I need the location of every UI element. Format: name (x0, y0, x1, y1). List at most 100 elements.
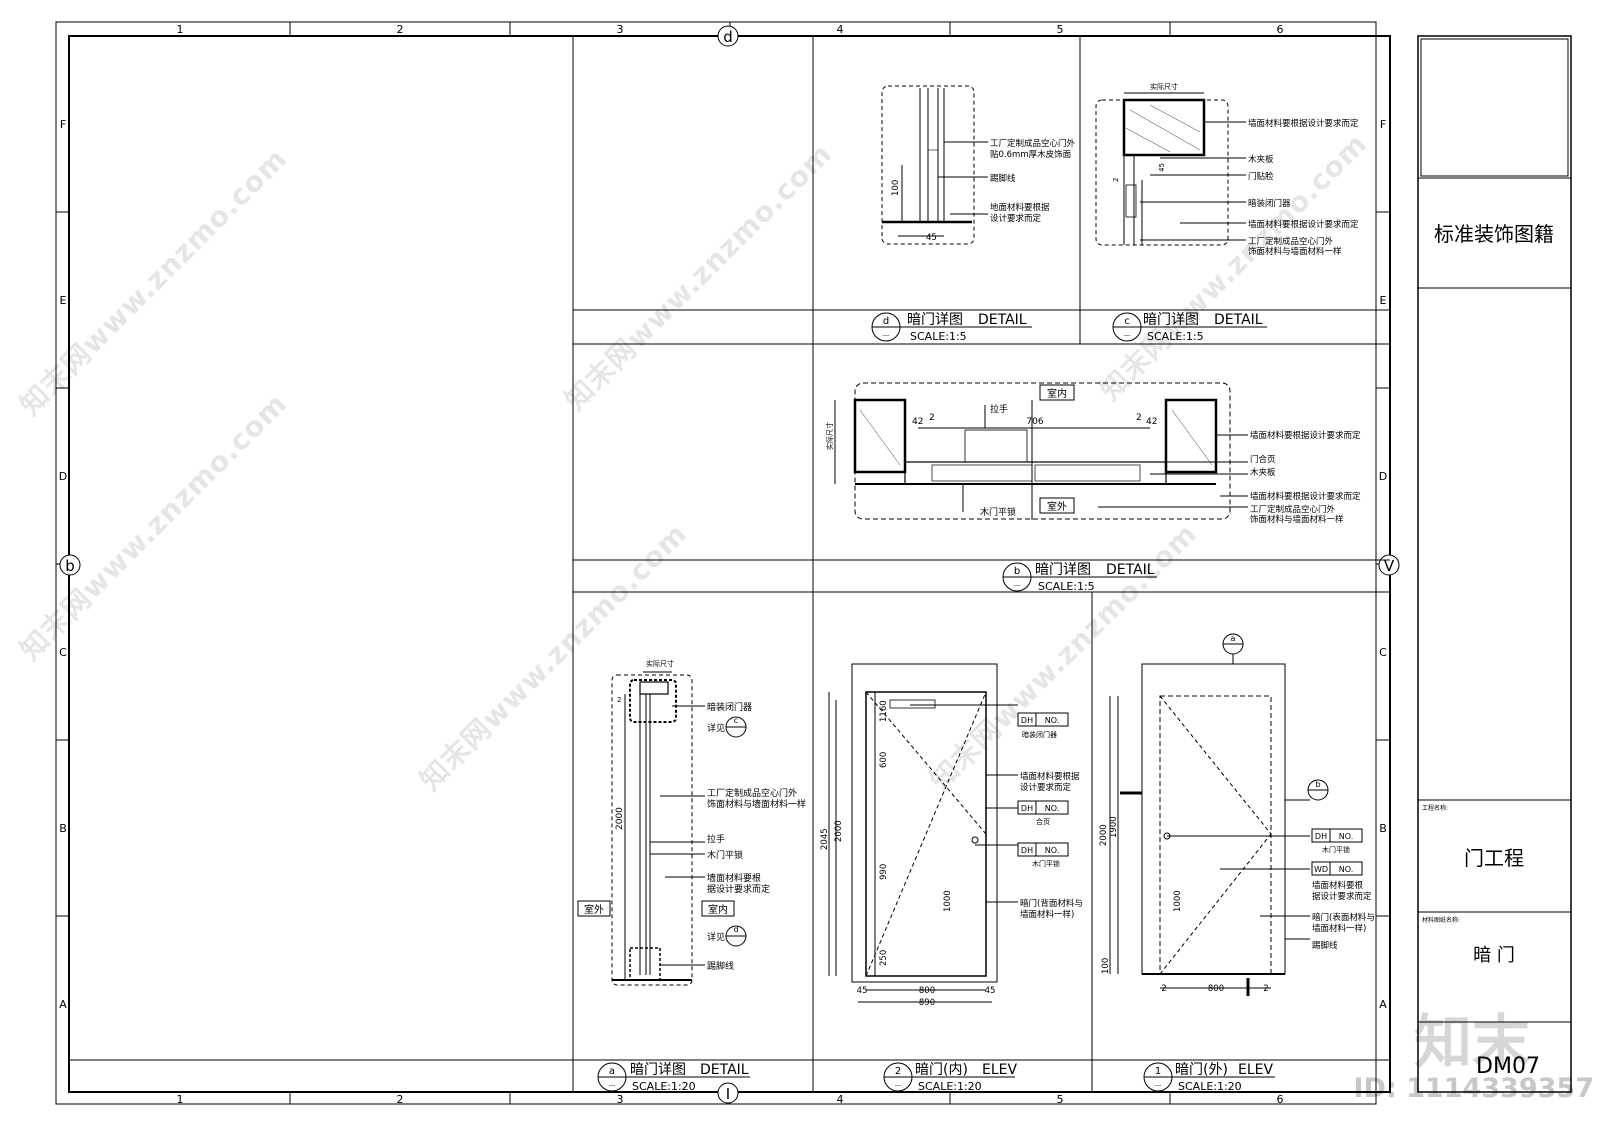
detail-c-label: 饰面材料与墙面材料一样 (1248, 246, 1342, 257)
row-label: B (1379, 822, 1387, 835)
detail-a-tag: a (609, 1066, 615, 1077)
detail-d-title-en: DETAIL (978, 312, 1027, 328)
elev-2-dh: DH (1021, 804, 1033, 813)
row-label: F (60, 118, 66, 131)
detail-b-room-in: 室内 (1047, 387, 1067, 400)
elev-1-no: NO. (1339, 832, 1354, 841)
col-label: 6 (1277, 1093, 1284, 1106)
col-label: 5 (1057, 1093, 1064, 1106)
elev-1-dim: 1000 (1173, 890, 1183, 912)
detail-c-label: 墙面材料要根据设计要求而定 (1248, 219, 1359, 230)
elev-2-dim: 1000 (943, 890, 953, 912)
elev-2-label: 合页 (1036, 817, 1050, 826)
detail-b-label: 工厂定制成品空心门外 (1250, 504, 1336, 515)
detail-b-label: 门合页 (1250, 454, 1276, 465)
elev-1-dim: 2 (1263, 984, 1268, 994)
detail-a-label: 踢脚线 (707, 960, 734, 972)
detail-c-dim: 2 (1112, 178, 1120, 182)
elev-1-ref: a (1231, 634, 1236, 643)
company-name: 标准装饰图籍 (1434, 222, 1554, 246)
title-block (1417, 35, 1572, 1093)
elev-1-title-en: ELEV (1238, 1062, 1273, 1078)
detail-a-label: 详见 (707, 722, 725, 734)
elev-1-ref: b (1315, 780, 1320, 789)
elev-1-label: 暗门(表面材料与 (1312, 912, 1375, 923)
elev-2-label: 暗装闭门器 (1022, 730, 1057, 739)
project-label: 工程名称: (1422, 804, 1448, 812)
elev-2-subtag: --- (895, 1082, 902, 1089)
detail-c-scale: SCALE:1:5 (1147, 330, 1204, 343)
elev-2-scale: SCALE:1:20 (918, 1080, 982, 1093)
detail-b-dim: 706 (1026, 417, 1043, 427)
col-label: 2 (397, 1093, 404, 1106)
drawing-label: 材料图纸名称: (1422, 916, 1460, 924)
project-name: 门工程 (1464, 846, 1524, 870)
detail-c-title-en: DETAIL (1214, 312, 1263, 328)
elev-2-dim: 890 (919, 998, 935, 1008)
detail-c-label: 墙面材料要根据设计要求而定 (1248, 118, 1359, 129)
detail-a-scale: SCALE:1:20 (632, 1080, 696, 1093)
detail-a-dim: 实际尺寸 (646, 659, 674, 668)
detail-b-label: 拉手 (990, 403, 1008, 415)
col-label: 3 (617, 1093, 624, 1106)
detail-b-room-out: 室外 (1047, 500, 1067, 513)
detail-a-label: 饰面材料与墙面材料一样 (707, 798, 806, 810)
elev-2-dim: 45 (857, 986, 868, 996)
elev-1-label: 木门平锁 (1322, 845, 1350, 854)
elev-2-label: 设计要求而定 (1020, 782, 1072, 793)
elev-2-dim: 2000 (834, 820, 844, 842)
elev-1-drawing (1109, 633, 1363, 996)
detail-c-title: 暗门详图 (1143, 312, 1199, 328)
elev-2-dim: 990 (879, 864, 889, 880)
detail-c-subtag: --- (1124, 332, 1131, 339)
elev-2-dim: 800 (919, 986, 935, 996)
elev-1-title: 暗门(外) (1175, 1062, 1228, 1078)
detail-a-subtag: --- (609, 1082, 616, 1089)
elev-2-drawing (828, 663, 1069, 1003)
detail-b-subtag: --- (1014, 582, 1021, 589)
elev-1-label: 墙面材料一样) (1312, 923, 1366, 934)
grid-markers (59, 25, 1400, 1104)
detail-a-label: 据设计要求而定 (707, 883, 770, 895)
detail-b-label: 墙面材料要根据设计要求而定 (1250, 491, 1361, 502)
col-label: 4 (837, 23, 844, 36)
col-label: 3 (617, 23, 624, 36)
row-label: F (1380, 118, 1386, 131)
detail-a-label: 墙面材料要根 (707, 872, 761, 884)
elev-1-no: NO. (1339, 865, 1354, 874)
outer-frame (55, 21, 1377, 1105)
elev-1-dim: 100 (1101, 958, 1111, 974)
col-label: 4 (837, 1093, 844, 1106)
col-label: 6 (1277, 23, 1284, 36)
elev-2-dim: 2045 (820, 828, 830, 850)
elev-1-wd: WD (1314, 865, 1328, 874)
grid-marker-right: V (1384, 557, 1395, 575)
elev-1-scale: SCALE:1:20 (1178, 1080, 1242, 1093)
elev-2-title-en: ELEV (982, 1062, 1017, 1078)
detail-a-dim: 2 (617, 696, 621, 704)
detail-b-label: 饰面材料与墙面材料一样 (1250, 514, 1344, 525)
detail-a-ref: c (734, 716, 738, 725)
detail-a-title: 暗门详图 (630, 1062, 686, 1078)
detail-a-label: 详见 (707, 931, 725, 943)
detail-d-tag: d (883, 316, 889, 327)
detail-a-label: 暗装闭门器 (707, 701, 752, 713)
elev-1-label: 墙面材料要根 (1312, 880, 1364, 891)
detail-a-room-out: 室外 (584, 903, 604, 916)
panel-dividers (69, 36, 1390, 1092)
detail-c-label: 工厂定制成品空心门外 (1248, 236, 1334, 247)
detail-c-label: 暗装闭门器 (1248, 198, 1291, 209)
detail-d-label: 工厂定制成品空心门外 (990, 138, 1076, 149)
watermark-id: ID: 1114339357 (1353, 1073, 1594, 1104)
detail-b-dim: 42 (912, 417, 923, 427)
detail-d-label: 踢脚线 (990, 173, 1016, 184)
detail-d-dim: 45 (926, 233, 937, 243)
elev-2-dim: 45 (985, 986, 996, 996)
detail-b-label: 墙面材料要根据设计要求而定 (1250, 430, 1361, 441)
row-label: A (59, 998, 67, 1011)
detail-a-label: 拉手 (707, 833, 725, 845)
elev-2-tag: 2 (895, 1066, 901, 1077)
elev-2-dim: 250 (879, 950, 889, 966)
col-label: 1 (177, 1093, 184, 1106)
detail-a-drawing (577, 671, 747, 986)
